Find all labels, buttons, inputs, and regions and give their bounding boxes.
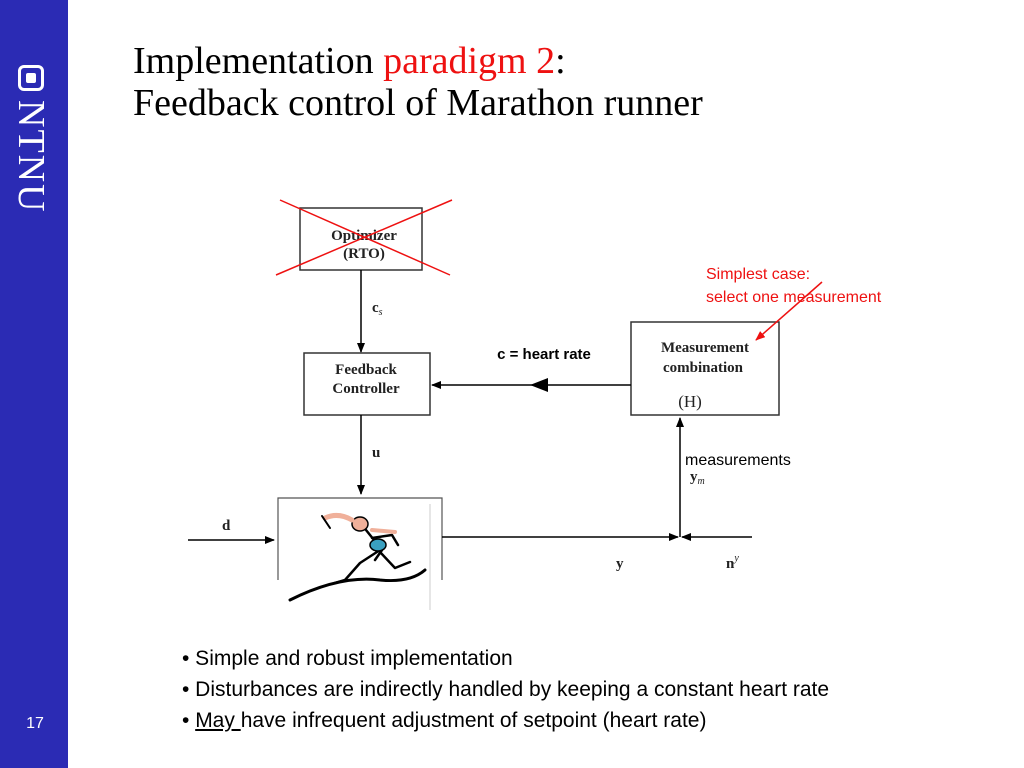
feedback-label-1: Feedback <box>335 362 397 378</box>
measurements-label: measurements <box>685 452 791 469</box>
annotation-arrow <box>755 281 823 341</box>
label-d: d <box>222 518 231 534</box>
annotation-line-1: Simplest case: <box>706 266 810 283</box>
title-accent: paradigm 2 <box>383 40 556 82</box>
logo-text: NTNU <box>10 100 52 214</box>
block-diagram: Optimizer (RTO) cs Feedback Controller u… <box>188 199 882 610</box>
cross-line-2 <box>275 199 453 276</box>
bullet-3-rest: have infrequent adjustment of setpoint (… <box>240 709 707 732</box>
heart-rate-label: c = heart rate <box>497 346 591 363</box>
measurement-H: (H) <box>678 392 702 411</box>
measurement-label-2: combination <box>663 360 744 376</box>
label-y: y <box>616 556 624 572</box>
label-ny: ny <box>726 553 739 572</box>
c-arrow-mid-head <box>530 378 548 392</box>
label-cs: cs <box>372 300 383 318</box>
ntnu-logo-icon <box>18 65 44 91</box>
title-suffix: : <box>555 40 566 82</box>
title-prefix: Implementation <box>133 40 374 82</box>
bullet-2: • Disturbances are indirectly handled by… <box>182 678 830 701</box>
annotation-line-2: select one measurement <box>706 289 882 306</box>
bullet-list: • Simple and robust implementation • Dis… <box>182 643 829 736</box>
runner-icon <box>288 512 427 602</box>
sidebar: NTNU 17 <box>0 0 68 768</box>
slide-number: 17 <box>26 715 44 732</box>
measurement-combination-block <box>630 321 780 416</box>
runner-block <box>277 497 443 580</box>
feedback-controller-block <box>303 352 431 416</box>
title-line-1: Implementation paradigm 2: <box>133 40 703 82</box>
bullet-3-underlined: May <box>195 709 241 732</box>
optimizer-label-1: Optimizer <box>331 228 397 244</box>
slide-title: Implementation paradigm 2: Feedback cont… <box>133 40 703 124</box>
title-line-2: Feedback control of Marathon runner <box>133 82 703 124</box>
bullet-3: • May have infrequent adjustment of setp… <box>182 709 707 732</box>
measurement-label-1: Measurement <box>661 340 749 356</box>
feedback-label-2: Controller <box>332 381 400 397</box>
label-ym: ym <box>690 469 705 487</box>
bullet-1: • Simple and robust implementation <box>182 647 513 670</box>
optimizer-label-2: (RTO) <box>343 246 385 262</box>
label-u: u <box>372 445 380 461</box>
